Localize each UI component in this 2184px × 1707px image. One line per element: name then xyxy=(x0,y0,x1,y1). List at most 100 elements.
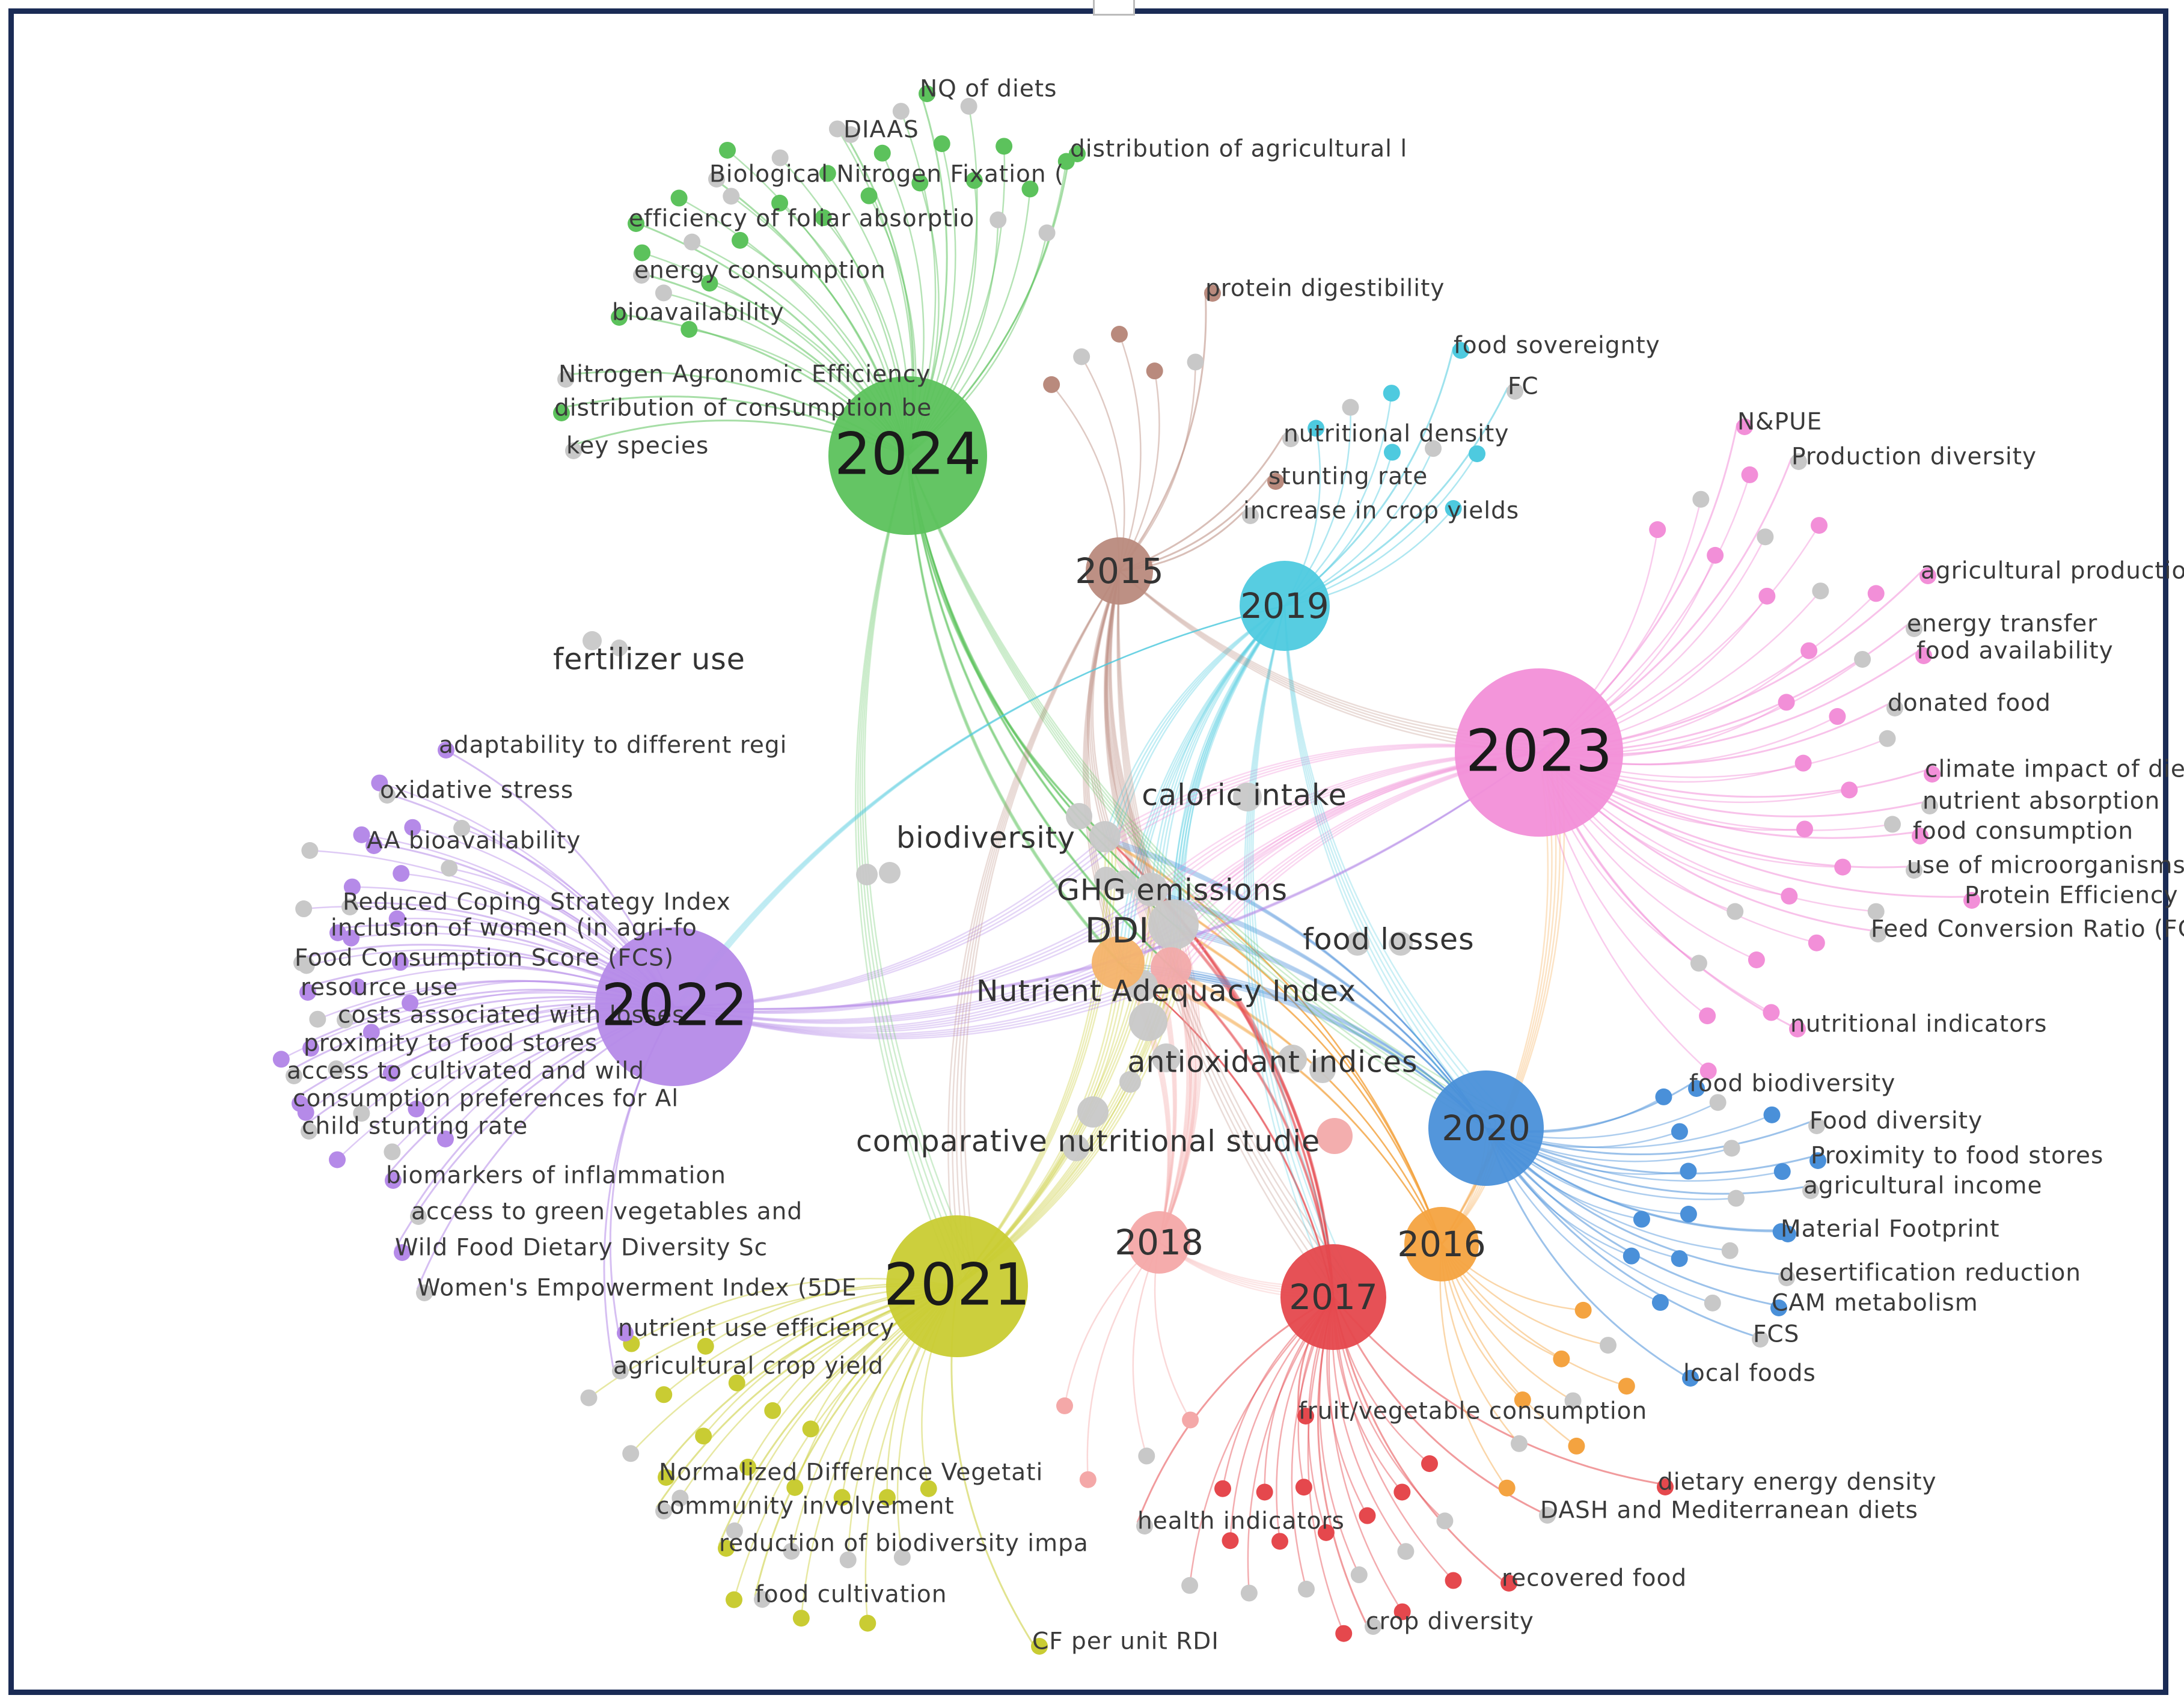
node-2022-dot-16[interactable] xyxy=(295,900,313,918)
center-node-8[interactable] xyxy=(1129,1003,1167,1041)
term-node-fc[interactable] xyxy=(1506,383,1523,400)
node-2019-dot-0[interactable] xyxy=(1308,420,1325,437)
node-2024-dot-23[interactable] xyxy=(1021,180,1039,198)
term-node-distribution-of-consumption-be[interactable] xyxy=(553,405,570,421)
term-node-nutritional-density[interactable] xyxy=(1282,430,1299,447)
node-2022-dot-24[interactable] xyxy=(371,774,388,792)
node-2023-dot-13[interactable] xyxy=(1879,730,1896,747)
node-2021-dot-11[interactable] xyxy=(802,1420,819,1438)
center-node-3[interactable] xyxy=(1134,873,1168,906)
term-node-community-involvement[interactable] xyxy=(655,1503,672,1519)
node-2022-dot-1[interactable] xyxy=(384,1143,401,1161)
node-2018-dot-2[interactable] xyxy=(1079,1471,1097,1488)
term-node-use-of-microorganisms[interactable] xyxy=(1906,862,1922,879)
node-2018-dot-3[interactable] xyxy=(1056,1397,1073,1414)
window-handle[interactable] xyxy=(1093,0,1135,16)
term-node-food-diversity[interactable] xyxy=(1808,1117,1825,1134)
term-node-n-pue[interactable] xyxy=(1736,418,1753,435)
node-2016-dot-6[interactable] xyxy=(1514,1391,1531,1409)
term-node-food-availability[interactable] xyxy=(1915,647,1932,664)
node-2021-dot-12[interactable] xyxy=(739,1458,757,1476)
node-2017-dot-2[interactable] xyxy=(1445,1572,1462,1589)
term-node-inclusion-of-women-in-agri-fo[interactable] xyxy=(329,924,346,941)
node-2019-dot-5[interactable] xyxy=(1469,445,1486,462)
term-node-production-diversity[interactable] xyxy=(1790,453,1807,470)
node-2020-dot-1[interactable] xyxy=(1709,1094,1727,1111)
node-2020-dot-13[interactable] xyxy=(1704,1294,1721,1312)
center-node-21[interactable] xyxy=(1345,932,1369,956)
node-2023-dot-25[interactable] xyxy=(1690,954,1707,972)
hub-node-2022[interactable] xyxy=(595,927,754,1086)
term-node-protein-digestibility[interactable] xyxy=(1204,285,1221,302)
node-2017-dot-16[interactable] xyxy=(1181,1577,1199,1594)
node-2023-dot-5[interactable] xyxy=(1811,517,1828,534)
node-2024-dot-14[interactable] xyxy=(860,187,878,204)
node-2021-dot-6[interactable] xyxy=(833,1489,851,1506)
center-node-16[interactable] xyxy=(856,864,878,885)
node-2017-dot-8[interactable] xyxy=(1335,1625,1353,1642)
center-node-10[interactable] xyxy=(1077,1096,1109,1128)
hub-node-2021[interactable] xyxy=(886,1215,1028,1357)
node-2021-dot-16[interactable] xyxy=(622,1445,640,1462)
node-2024-dot-6[interactable] xyxy=(731,231,748,249)
node-2024-dot-1[interactable] xyxy=(655,284,672,302)
node-2023-dot-18[interactable] xyxy=(1834,858,1852,876)
node-2023-dot-22[interactable] xyxy=(1727,903,1744,920)
term-node-resource-use[interactable] xyxy=(299,984,316,1001)
node-2024-dot-10[interactable] xyxy=(771,149,789,166)
term-node-food-sovereignty[interactable] xyxy=(1452,342,1469,359)
term-node-fruit-vegetable-consumption[interactable] xyxy=(1297,1408,1314,1425)
node-2017-dot-13[interactable] xyxy=(1240,1584,1258,1602)
term-node-biomarkers-of-inflammation[interactable] xyxy=(385,1172,402,1189)
center-node-23[interactable] xyxy=(1119,1071,1141,1093)
node-2024-dot-0[interactable] xyxy=(681,321,698,338)
node-2024-dot-7[interactable] xyxy=(723,188,740,205)
node-2023-dot-27[interactable] xyxy=(1699,1062,1717,1079)
center-node-13[interactable] xyxy=(1278,1045,1307,1073)
center-node-22[interactable] xyxy=(1094,867,1118,891)
node-2017-dot-7[interactable] xyxy=(1350,1566,1368,1584)
node-2017-dot-6[interactable] xyxy=(1359,1507,1376,1524)
node-2024-dot-9[interactable] xyxy=(771,194,789,212)
node-2023-dot-16[interactable] xyxy=(1883,816,1901,833)
term-node-distribution-of-agricultural-l[interactable] xyxy=(1069,145,1086,162)
term-node-cam-metabolism[interactable] xyxy=(1770,1299,1787,1316)
center-node-4[interactable] xyxy=(1148,899,1199,950)
node-2023-dot-26[interactable] xyxy=(1699,1007,1716,1025)
term-node-protein-efficiency-ratio-per[interactable] xyxy=(1963,892,1980,909)
node-2024-dot-21[interactable] xyxy=(996,138,1013,155)
node-2017-dot-9[interactable] xyxy=(1317,1524,1335,1541)
term-node-feed-conversion-ratio-fcr[interactable] xyxy=(1870,926,1886,942)
term-node-increase-in-crop-yields[interactable] xyxy=(1242,507,1259,524)
node-2017-dot-15[interactable] xyxy=(1222,1532,1239,1550)
term-node-food-consumption[interactable] xyxy=(1912,828,1929,844)
node-2020-dot-7[interactable] xyxy=(1727,1189,1745,1207)
node-2019-dot-3[interactable] xyxy=(1383,444,1401,461)
node-2020-dot-4[interactable] xyxy=(1723,1140,1740,1157)
center-node-9[interactable] xyxy=(1152,1043,1181,1072)
term-node-wild-food-dietary-diversity-sc[interactable] xyxy=(394,1244,411,1261)
node-2020-dot-14[interactable] xyxy=(1623,1247,1640,1265)
center-node-2[interactable] xyxy=(1112,870,1136,894)
term-node-key-species[interactable] xyxy=(565,442,582,459)
term-node-health-indicators[interactable] xyxy=(1136,1518,1153,1534)
node-2023-dot-14[interactable] xyxy=(1794,754,1812,772)
node-2021-dot-8[interactable] xyxy=(726,1591,742,1608)
term-node-local-foods[interactable] xyxy=(1682,1370,1699,1387)
term-node-proximity-to-food-stores[interactable] xyxy=(302,1040,319,1057)
node-2023-dot-3[interactable] xyxy=(1707,546,1724,564)
node-2024-dot-3[interactable] xyxy=(701,275,718,292)
term-node-biological-nitrogen-fixation[interactable] xyxy=(708,171,725,188)
term-node-bioavailability[interactable] xyxy=(611,309,628,326)
center-node-15[interactable] xyxy=(1233,783,1262,811)
term-node-recovered-food[interactable] xyxy=(1500,1575,1517,1592)
node-2021-dot-17[interactable] xyxy=(728,1374,745,1391)
term-node-material-footprint[interactable] xyxy=(1779,1226,1796,1242)
term-node-energy-consumption[interactable] xyxy=(633,267,650,284)
term-node-reduction-of-biodiversity-impa[interactable] xyxy=(718,1540,735,1557)
node-2016-dot-2[interactable] xyxy=(1618,1378,1635,1395)
node-2017-dot-12[interactable] xyxy=(1271,1533,1289,1550)
node-2022-dot-12[interactable] xyxy=(349,978,367,995)
hub-node-2024[interactable] xyxy=(828,376,987,535)
node-2023-dot-6[interactable] xyxy=(1758,587,1776,605)
